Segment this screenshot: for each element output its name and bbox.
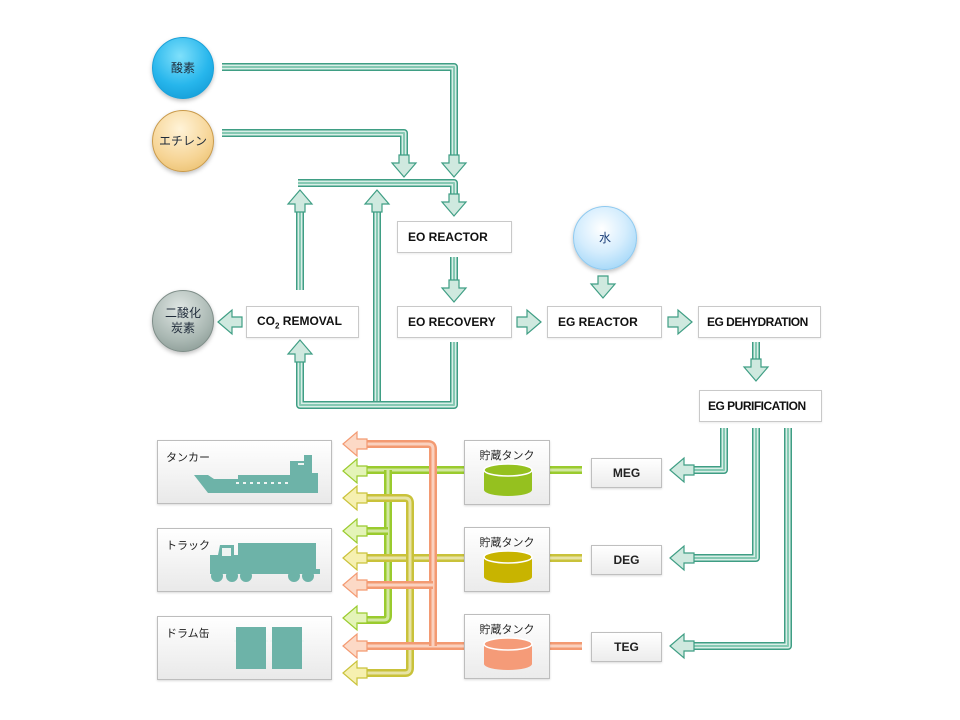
storage-tank-deg: 貯蔵タンク (464, 527, 550, 592)
tanker-ship-icon (194, 455, 318, 493)
truck-icon (210, 543, 320, 582)
co2-removal-recycle-arrow (286, 189, 314, 213)
oxygen-input-node: 酸素 (152, 37, 214, 99)
product-teg-box: TEG (591, 632, 662, 662)
truck-teg-arrow (342, 571, 368, 599)
water-label: 水 (598, 230, 611, 245)
storage-tank-meg: 貯蔵タンク (464, 440, 550, 505)
eg-dehydration-box: EG DEHYDRATION (698, 306, 821, 338)
drum-barrels-icon (234, 627, 304, 669)
eo-reactor-inlet-arrow (440, 193, 468, 217)
meg-product-arrow (669, 456, 695, 484)
tanker-teg-arrow (342, 430, 368, 458)
co2-label-line2: 炭素 (170, 321, 195, 335)
product-deg-label: DEG (613, 553, 640, 567)
eg-purification-label: EG PURIFICATION (708, 399, 806, 413)
destination-truck: トラック (157, 528, 332, 592)
truck-deg-arrow (342, 544, 368, 572)
oxygen-feed-arrow (440, 154, 468, 178)
destination-truck-label: トラック (166, 539, 210, 552)
eg-dehydration-label: EG DEHYDRATION (707, 315, 808, 329)
co2-output-node: 二酸化炭素 (152, 290, 214, 352)
ethylene-input-node: エチレン (152, 110, 214, 172)
tanker-meg-arrow (342, 457, 368, 485)
eg-purification-inlet-arrow (742, 358, 770, 382)
tank-icon (483, 550, 533, 583)
eo-reactor-label: EO REACTOR (408, 230, 488, 244)
recovery-recycle-arrow (363, 189, 391, 213)
product-meg-box: MEG (591, 458, 662, 488)
truck-meg-arrow (342, 517, 368, 545)
oxygen-feed-pipe (222, 63, 458, 160)
co2-label-line1: 二酸化 (164, 306, 201, 320)
meg-product-pipe (694, 428, 728, 474)
co2-removal-box: CO2 REMOVAL (246, 306, 359, 338)
eg-reactor-box: EG REACTOR (547, 306, 662, 338)
co2-removal-label: CO2 REMOVAL (257, 313, 342, 331)
tank-icon (483, 637, 533, 670)
teg-product-arrow (669, 632, 695, 660)
eo-recovery-box: EO RECOVERY (397, 306, 512, 338)
destination-tanker-label: タンカー (166, 451, 210, 464)
recycle-header-pipe (298, 179, 458, 198)
product-deg-box: DEG (591, 545, 662, 575)
tank-icon (483, 463, 533, 496)
eg-dehydration-inlet-arrow (667, 308, 693, 336)
storage-tank-teg: 貯蔵タンク (464, 614, 550, 679)
eo-recovery-inlet-arrow (440, 279, 468, 303)
teg-product-pipe (694, 428, 792, 650)
meg-distribution-bus (358, 470, 392, 624)
teg-distribution-bus (358, 440, 437, 646)
eg-purification-box: EG PURIFICATION (699, 390, 822, 422)
eo-recovery-label: EO RECOVERY (408, 315, 496, 329)
eo-reactor-box: EO REACTOR (397, 221, 512, 253)
co2-removal-inlet-arrow (286, 339, 314, 363)
eg-reactor-label: EG REACTOR (558, 315, 638, 329)
tanker-deg-arrow (342, 484, 368, 512)
destination-drum-label: ドラム缶 (166, 627, 210, 640)
destination-tanker: タンカー (157, 440, 332, 504)
product-meg-label: MEG (612, 466, 641, 480)
recovery-to-co2-removal-pipe (296, 342, 458, 409)
ethylene-label: エチレン (158, 133, 207, 148)
ethylene-feed-pipe (222, 129, 408, 160)
oxygen-label: 酸素 (170, 60, 195, 75)
ethylene-feed-arrow (390, 154, 418, 178)
product-teg-label: TEG (614, 640, 639, 654)
water-input-node: 水 (573, 206, 637, 270)
co2-outlet-arrow (217, 308, 243, 336)
storage-tank-label: 貯蔵タンク (479, 449, 535, 462)
drum-meg-arrow (342, 604, 368, 632)
storage-tank-label: 貯蔵タンク (479, 536, 535, 549)
storage-tank-label: 貯蔵タンク (479, 623, 535, 636)
destination-drum: ドラム缶 (157, 616, 332, 680)
drum-deg-arrow (342, 659, 368, 687)
water-inlet-arrow (589, 275, 617, 299)
drum-teg-arrow (342, 632, 368, 660)
deg-product-pipe (694, 428, 760, 562)
deg-product-arrow (669, 544, 695, 572)
eg-reactor-inlet-arrow (516, 308, 542, 336)
